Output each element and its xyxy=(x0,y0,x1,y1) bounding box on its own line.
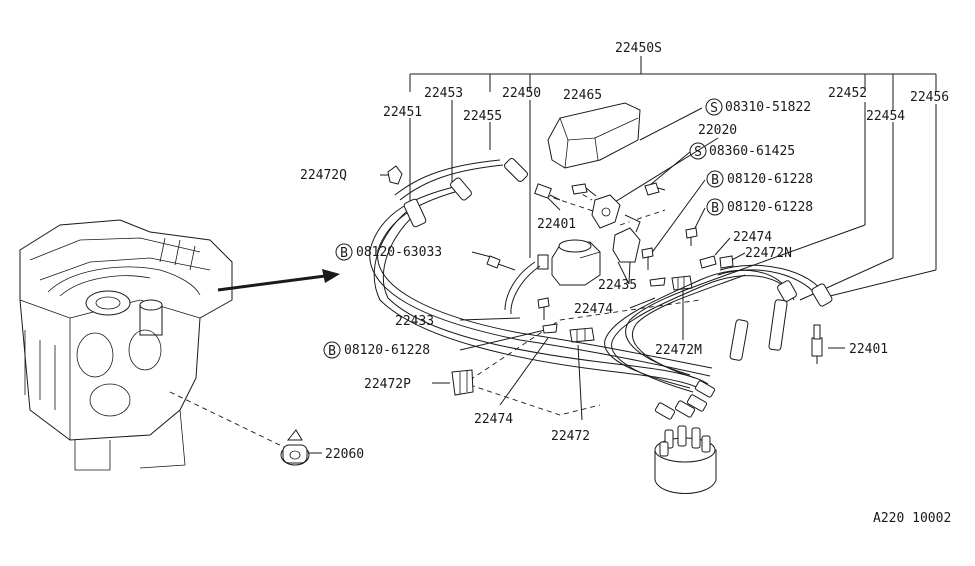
label-22472p: 22472P xyxy=(364,377,411,392)
label-22472q: 22472Q xyxy=(300,168,347,183)
label-08120-63033: 08120-63033 xyxy=(356,245,442,260)
label-22451: 22451 xyxy=(383,105,422,120)
label-08120-61228-a: 08120-61228 xyxy=(727,172,813,187)
label-22453: 22453 xyxy=(424,86,463,101)
label-22401-b: 22401 xyxy=(849,342,888,357)
label-22435: 22435 xyxy=(598,278,637,293)
label-22450: 22450 xyxy=(502,86,541,101)
pointer-arrow xyxy=(217,269,340,292)
label-22454: 22454 xyxy=(866,109,905,124)
part-22060 xyxy=(280,429,322,466)
part-labels: 22450S 22453 22450 22465 22451 22455 224… xyxy=(300,41,951,526)
marker-s-1: S xyxy=(710,101,718,116)
label-22474-b: 22474 xyxy=(574,302,613,317)
marker-b-2: B xyxy=(711,201,719,216)
ignition-wires xyxy=(369,159,826,393)
label-22060: 22060 xyxy=(325,447,364,462)
label-22401-a: 22401 xyxy=(537,217,576,232)
label-08120-61228-b: 08120-61228 xyxy=(727,200,813,215)
clips xyxy=(387,165,734,396)
label-22472n: 22472N xyxy=(745,246,792,261)
marker-s-2: S xyxy=(694,145,702,160)
leader-frame-22450s xyxy=(409,56,937,110)
marker-b-3: B xyxy=(340,246,348,261)
label-22474-c: 22474 xyxy=(474,412,513,427)
label-08310-51822: 08310-51822 xyxy=(725,100,811,115)
label-08360-61425: 08360-61425 xyxy=(709,144,795,159)
label-22450s: 22450S xyxy=(615,41,662,56)
label-22465: 22465 xyxy=(563,88,602,103)
spark-plugs xyxy=(534,183,823,364)
label-22452: 22452 xyxy=(828,86,867,101)
wire-boots xyxy=(403,158,833,420)
distributor-cap xyxy=(654,425,717,494)
label-22472m: 22472M xyxy=(655,343,702,358)
engine-illustration xyxy=(19,219,233,471)
label-22474-a: 22474 xyxy=(733,230,772,245)
bolts xyxy=(486,182,698,320)
marker-b-4: B xyxy=(328,344,336,359)
label-22433: 22433 xyxy=(395,314,434,329)
circle-markers: S S B B B B xyxy=(323,98,724,359)
dash-engine-22060 xyxy=(169,391,291,451)
label-22472: 22472 xyxy=(551,429,590,444)
label-22455: 22455 xyxy=(463,109,502,124)
marker-b-1: B xyxy=(711,173,719,188)
label-22456: 22456 xyxy=(910,90,949,105)
part-ignition-coil xyxy=(537,194,641,286)
label-22020: 22020 xyxy=(698,123,737,138)
diagram-code: A220 10002 xyxy=(873,511,951,526)
label-08120-61228-c: 08120-61228 xyxy=(344,343,430,358)
part-22465-cover xyxy=(547,102,641,169)
